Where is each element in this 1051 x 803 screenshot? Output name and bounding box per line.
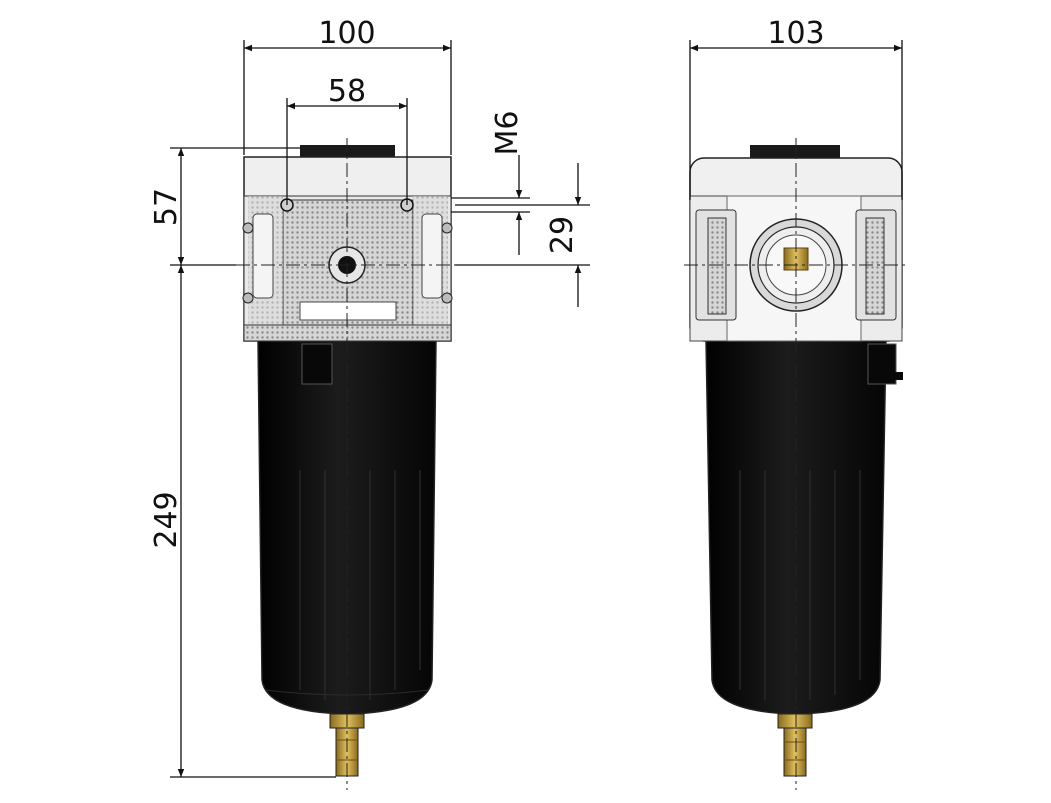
dim-label-port-spacing: 58	[328, 74, 366, 109]
dim-label-head-height: 57	[149, 188, 184, 226]
dim-label-total-height: 249	[149, 491, 184, 548]
dimension-thread: M6	[451, 111, 530, 255]
dimension-total-height: 249	[149, 265, 336, 778]
front-view	[236, 138, 460, 790]
dimension-port-spacing: 58	[286, 74, 408, 205]
side-view	[684, 138, 908, 790]
dimension-front-width: 100	[243, 16, 452, 155]
dimension-mount-height: 29	[455, 163, 590, 307]
dim-label-front-width: 100	[318, 16, 375, 51]
side-drain-valve	[777, 713, 813, 777]
dim-label-mount-height: 29	[545, 216, 580, 254]
dim-label-side-width: 103	[767, 16, 824, 51]
dimension-head-height: 57	[149, 147, 300, 266]
dim-label-thread: M6	[490, 111, 525, 156]
side-bowl	[705, 339, 903, 715]
dimension-side-width: 103	[689, 16, 903, 200]
